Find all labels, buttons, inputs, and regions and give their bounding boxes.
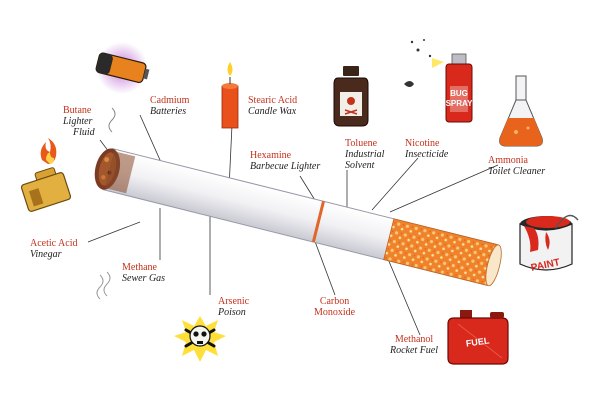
common-use: Solvent <box>345 160 375 171</box>
label-arsenic: Arsenic Poison <box>218 296 249 318</box>
methane-smoke-icon <box>103 271 111 297</box>
chemical-name: Ammonia <box>488 155 528 166</box>
cigarette <box>94 148 502 287</box>
label-nicotine: Nicotine Insecticide <box>405 138 448 160</box>
chemical-name: Arsenic <box>218 296 250 307</box>
common-use: Industrial <box>345 149 385 160</box>
skull-icon <box>174 316 226 362</box>
label-toluene: Toluene Industrial Solvent <box>345 138 384 171</box>
label-stearic-acid: Stearic Acid Candle Wax <box>248 95 297 117</box>
chemical-name: Methane <box>122 262 157 273</box>
bug-can-text: SPRAY <box>446 99 473 108</box>
common-use: Sewer Gas <box>122 273 166 284</box>
common-use: Barbecue Lighter <box>250 161 321 172</box>
common-use: Vinegar <box>30 249 62 260</box>
leader-lines <box>87 114 499 336</box>
label-cadmium: Cadmium Batteries <box>150 95 189 117</box>
chemical-name: Carbon <box>319 296 350 307</box>
fuel-can-text: FUEL <box>465 335 490 348</box>
label-ammonia: Ammonia Toilet Cleaner <box>488 155 545 177</box>
bug-can-text: BUG <box>450 89 468 98</box>
common-use: Lighter <box>63 116 93 127</box>
common-use: Batteries <box>150 106 187 117</box>
chemical-name: Stearic Acid <box>248 95 298 106</box>
toluene-bottle-icon <box>333 66 369 127</box>
methane-smoke-icon <box>96 274 104 300</box>
common-use: Fluid <box>73 127 95 138</box>
flask-icon <box>499 75 543 147</box>
chemical-name: Hexamine <box>250 150 292 161</box>
fuel-can-icon <box>447 310 509 365</box>
label-butane: Butane Lighter Fluid <box>63 105 95 138</box>
smoke-icon <box>108 107 116 133</box>
common-use: Poison <box>218 307 246 318</box>
chemical-name: Acetic Acid <box>30 238 78 249</box>
battery-icon <box>95 42 150 94</box>
bug-spray-icon <box>404 39 473 123</box>
label-hexamine: Hexamine Barbecue Lighter <box>250 150 320 172</box>
label-carbon-monoxide: Carbon Monoxide <box>314 296 355 318</box>
lighter-icon <box>20 138 72 212</box>
paint-can-icon <box>519 214 579 271</box>
chemical-name: Methanol <box>394 334 434 345</box>
label-acetic-acid: Acetic Acid Vinegar <box>30 238 77 260</box>
common-use: Candle Wax <box>248 106 297 117</box>
chemical-name: Nicotine <box>405 138 440 149</box>
label-methane: Methane Sewer Gas <box>122 262 165 284</box>
chemical-name: Butane <box>63 105 92 116</box>
chemical-name: Toluene <box>345 138 378 149</box>
candle-icon <box>221 62 239 129</box>
label-methanol: Methanol Rocket Fuel <box>390 334 438 356</box>
chemical-name: Cadmium <box>150 95 190 106</box>
common-use: Rocket Fuel <box>390 345 439 356</box>
common-use: Insecticide <box>405 149 449 160</box>
common-use: Toilet Cleaner <box>488 166 546 177</box>
chemical-name: Monoxide <box>314 307 356 318</box>
